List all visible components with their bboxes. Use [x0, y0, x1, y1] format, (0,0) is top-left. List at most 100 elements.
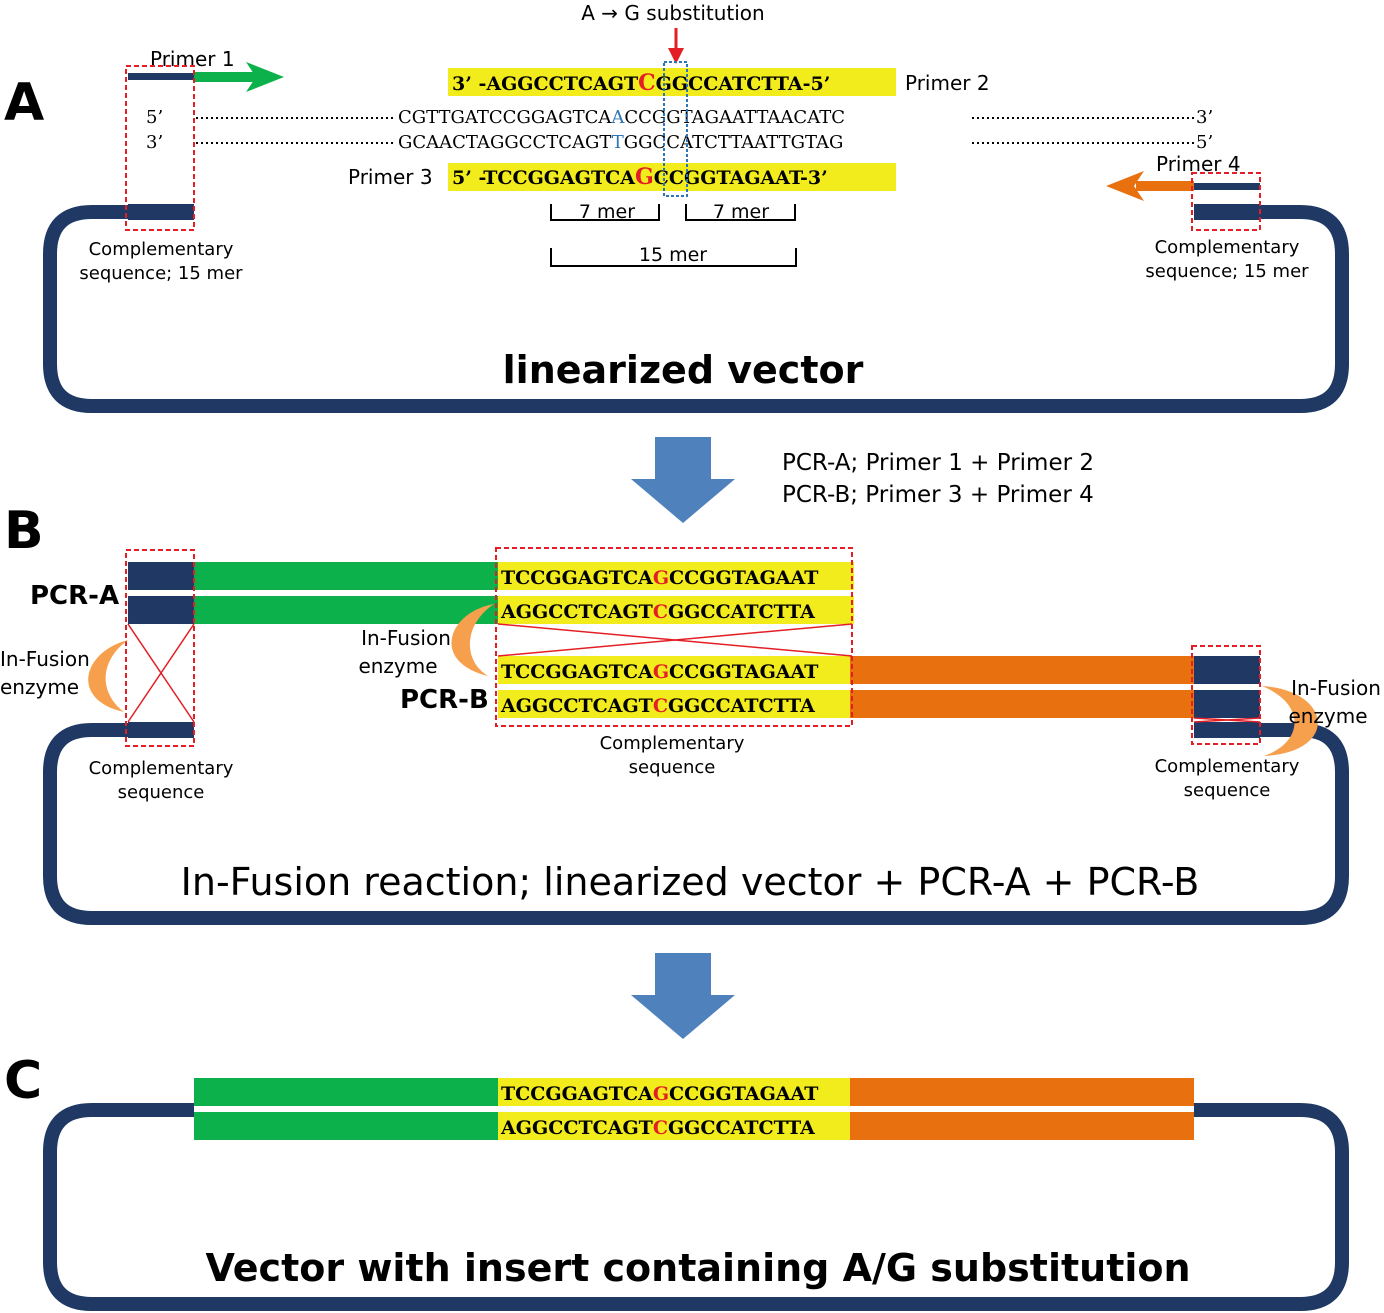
pcr-a-top-sequence: TCCGGAGTCAGCCGGTAGAAT [501, 567, 818, 589]
vector-end-right [1194, 204, 1260, 220]
top-strand-3prime: 3’ [1196, 107, 1213, 128]
bottom-strand-sequence: GCAACTAGGCCTCAGTTGGCCATCTTAATTGTAG [398, 132, 843, 153]
enzyme-left-line2: enzyme [0, 675, 79, 699]
primer3-highlight [448, 163, 896, 191]
top-strand-base: A [610, 107, 625, 128]
substitution-label: A → G substitution [581, 1, 764, 25]
pcr-a-top-insert [498, 562, 854, 590]
panel-a: A Primer 1 Primer 4 Complementary sequen… [4, 1, 1349, 413]
comp-b-left-line1: Complementary [89, 758, 234, 779]
enzyme-mid-line2: enzyme [358, 654, 437, 678]
final-top-suffix: CCGGTAGAAT [669, 1083, 818, 1105]
pcr-b-bottom-body [850, 690, 1194, 718]
primer1-overlap [128, 73, 194, 80]
final-top-prefix: TCCGGAGTCA [501, 1083, 653, 1105]
step-arrow-1 [631, 437, 735, 523]
pcr-a-top-mut: G [653, 567, 669, 589]
comp-b-left-line2: sequence [118, 782, 205, 803]
primer1-arrowhead [246, 62, 284, 92]
top-strand-prefix: CGTTGATCCGGAGTCA [398, 107, 612, 128]
in-fusion-enzyme-left-icon [88, 640, 128, 712]
primer2-label: Primer 2 [905, 71, 990, 95]
linearized-vector-label: linearized vector [503, 348, 864, 392]
pcr-b-top-overlap [1194, 656, 1260, 684]
right-7mer-bracket [685, 204, 796, 221]
comp-b-right-line2: sequence [1184, 780, 1271, 801]
enzyme-right-line2: enzyme [1288, 704, 1367, 728]
primer2-suffix: GGCCATCTTA-5’ [656, 73, 831, 95]
primer2-highlight [448, 68, 896, 96]
panel-c: C TCCGGAGTCAGCCGGTAGAAT AGGCCTCAGTCGGCCA… [4, 1051, 1349, 1311]
final-bottom-sequence: AGGCCTCAGTCGGCCATCTTA [500, 1117, 815, 1139]
comp-a-left-line1: Complementary [89, 239, 234, 260]
pcr-b-bottom-sequence: AGGCCTCAGTCGGCCATCTTA [500, 695, 815, 717]
final-green-top [194, 1078, 498, 1106]
primer3-sequence: 5’ -TCCGGAGTCAGCCGGTAGAAT-3’ [452, 164, 828, 190]
in-fusion-enzyme-middle-icon [451, 604, 494, 676]
comp-a-left-line2: sequence; 15 mer [79, 263, 243, 284]
primer2-mutation: C [638, 70, 656, 96]
panel-b-letter: B [4, 501, 44, 561]
final-vector-loop [43, 1103, 1349, 1311]
final-orange-top [850, 1078, 1194, 1106]
cross-mid-2 [497, 623, 853, 657]
pcr-b-top-suffix: CCGGTAGAAT [669, 661, 818, 683]
vector-loop-b [43, 723, 1349, 925]
final-insert-top [498, 1078, 854, 1106]
pcr-b-bottom-suffix: GGCCATCTTA [668, 695, 815, 717]
right-7mer-label: 7 mer [713, 201, 769, 223]
bottom-strand-3prime: 3’ [146, 132, 163, 153]
comp-a-right-line1: Complementary [1155, 237, 1300, 258]
panel-b: B TCCGGAGTCAGCCGGTAGAAT AGGCCTCAGTCGGCCA… [0, 501, 1381, 925]
pcr-a-bottom-overlap [128, 596, 194, 624]
bottom-strand-base: T [612, 132, 624, 153]
enzyme-left-line1: In-Fusion [0, 647, 90, 671]
final-insert-bottom [498, 1112, 854, 1140]
final-top-sequence: TCCGGAGTCAGCCGGTAGAAT [501, 1083, 818, 1105]
final-vector-label: Vector with insert containing A/G substi… [205, 1246, 1190, 1290]
bottom-strand-prefix: GCAACTAGGCCTCAGT [398, 132, 612, 153]
primer4-overlap [1194, 183, 1260, 190]
primer1-shaft [194, 72, 256, 82]
vector-b-end-right [1194, 722, 1260, 738]
vector-end-left [128, 204, 194, 220]
comp-b-right-line1: Complementary [1155, 756, 1300, 777]
in-fusion-reaction-label: In-Fusion reaction; linearized vector + … [181, 860, 1200, 904]
final-bottom-mut: C [653, 1117, 668, 1139]
cross-left-2 [127, 623, 195, 723]
primer2-sequence: 3’ -AGGCCTCAGTCGGCCATCTTA-5’ [452, 70, 830, 96]
linearized-vector-loop [43, 205, 1349, 413]
pcr-a-bottom-mut: C [653, 601, 668, 623]
final-green-bottom [194, 1112, 498, 1140]
primer3-label: Primer 3 [348, 165, 433, 189]
pcr-a-bottom-insert [498, 596, 854, 624]
pcr-b-top-body [850, 656, 1194, 684]
primer4-shaft [1136, 181, 1194, 191]
pcr-b-top-insert [498, 656, 854, 684]
pcr-a-bottom-suffix: GGCCATCTTA [668, 601, 815, 623]
pcr-b-bottom-insert [498, 690, 854, 718]
primer3-suffix: CCGGTAGAAT-3’ [654, 167, 828, 189]
pcr-a-top-body [194, 562, 498, 590]
pcr-a-bottom-body [194, 596, 498, 624]
complementary-box-right [1191, 172, 1261, 231]
complementary-box-left [125, 65, 195, 231]
final-bottom-suffix: GGCCATCTTA [668, 1117, 815, 1139]
enzyme-right-line1: In-Fusion [1291, 676, 1381, 700]
primer2-prefix: 3’ -AGGCCTCAGT [452, 73, 638, 95]
top-strand-sequence: CGTTGATCCGGAGTCAACCGGTAGAATTAACATC [398, 107, 845, 128]
overlap-box-middle [495, 547, 853, 727]
pcr-b-top-prefix: TCCGGAGTCA [501, 661, 653, 683]
left-7mer-label: 7 mer [579, 201, 635, 223]
pcr-a-top-overlap [128, 562, 194, 590]
15mer-bracket [550, 248, 797, 267]
primer3-prefix: 5’ -TCCGGAGTCA [452, 167, 635, 189]
primer3-mutation: G [635, 164, 654, 190]
pcr-b-top-mut: G [653, 661, 669, 683]
step-arrow-2 [631, 953, 735, 1039]
pcr-b-description: PCR-B; Primer 3 + Primer 4 [782, 482, 1094, 508]
panel-c-letter: C [4, 1051, 42, 1111]
comp-a-right-line2: sequence; 15 mer [1145, 261, 1309, 282]
left-7mer-bracket [550, 204, 660, 221]
